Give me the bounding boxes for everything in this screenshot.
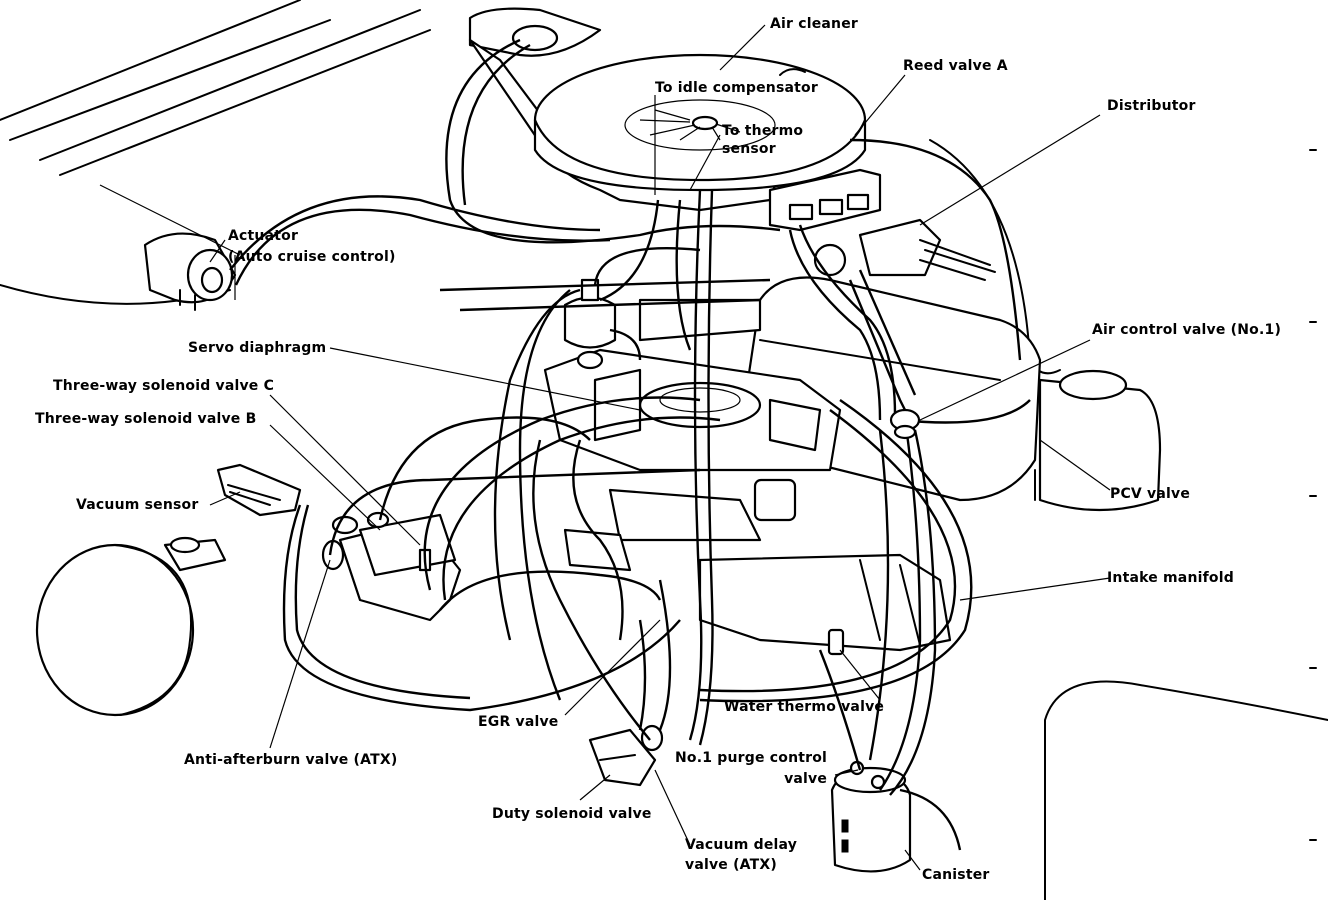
label-distributor: Distributor <box>1107 98 1196 114</box>
label-duty-solenoid: Duty solenoid valve <box>492 806 652 822</box>
label-canister: Canister <box>922 867 990 883</box>
air-cleaner-housing <box>468 7 867 212</box>
label-vacuum-sensor: Vacuum sensor <box>76 497 199 513</box>
air-duct <box>768 168 882 232</box>
edge-marks <box>1309 149 1317 841</box>
coolant-reservoir <box>1034 369 1162 512</box>
label-pcv-valve: PCV valve <box>1110 486 1191 502</box>
actuator-part <box>143 232 237 311</box>
headlight-housing <box>35 536 227 717</box>
label-reed-valve-a: Reed valve A <box>903 58 1008 74</box>
leader-lines <box>99 24 1111 871</box>
canister-part <box>830 760 912 873</box>
label-to-idle-compensator: To idle compensator <box>655 80 818 96</box>
label-servo-diaphragm: Servo diaphragm <box>188 340 327 356</box>
label-anti-afterburn: Anti-afterburn valve (ATX) <box>184 752 398 768</box>
label-vacuum-delay: Vacuum delay valve (ATX) <box>685 837 798 873</box>
fender-outline <box>929 139 1328 901</box>
label-air-cleaner: Air cleaner <box>770 16 859 32</box>
vacuum-sensor-part <box>216 463 302 517</box>
intake-manifold-part <box>698 553 952 652</box>
solenoid-valves <box>321 511 462 622</box>
label-egr-valve: EGR valve <box>478 714 559 730</box>
label-three-way-c: Three-way solenoid valve C <box>53 378 275 394</box>
water-thermo-part <box>827 628 845 656</box>
hood-outline <box>0 0 431 305</box>
duty-solenoid-part <box>588 724 664 787</box>
label-air-control-valve: Air control valve (No.1) <box>1092 322 1282 338</box>
label-water-thermo-valve: Water thermo valve <box>724 699 885 715</box>
label-actuator: Actuator (Auto cruise control) <box>228 228 396 265</box>
label-intake-manifold: Intake manifold <box>1107 570 1234 586</box>
label-purge-control: No.1 purge control valve <box>675 750 828 787</box>
label-to-thermo-sensor: To thermo sensor <box>722 123 804 157</box>
vacuum-hoses <box>229 38 1031 851</box>
carburetor <box>543 348 842 572</box>
distributor <box>813 218 996 281</box>
label-three-way-b: Three-way solenoid valve B <box>35 411 257 427</box>
